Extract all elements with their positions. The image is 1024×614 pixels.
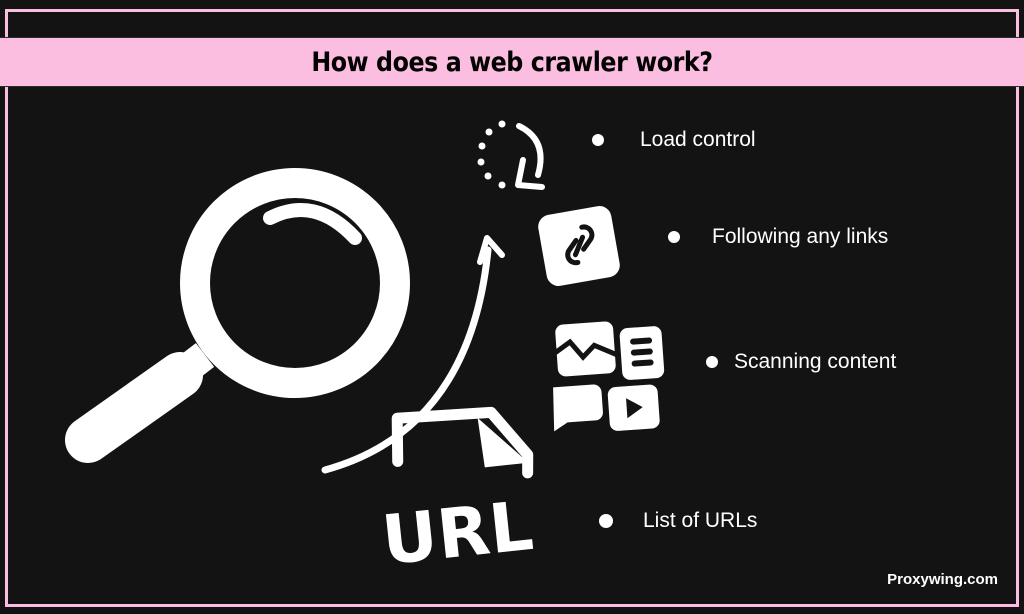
list-item-scanning-content: Scanning content	[706, 350, 896, 374]
page-title: How does a web crawler work?	[311, 46, 713, 78]
item-label: Scanning content	[734, 350, 897, 373]
url-document-icon: URL	[378, 406, 537, 581]
reload-icon	[477, 120, 545, 190]
item-label: Load control	[640, 128, 756, 151]
link-icon	[538, 206, 620, 286]
list-item-load-control: Load control	[592, 128, 756, 152]
bullet-icon	[592, 134, 604, 146]
list-item-following-links: Following any links	[668, 225, 888, 249]
bullet-icon	[599, 514, 613, 528]
title-band: How does a web crawler work?	[0, 37, 1024, 87]
magnifier-icon	[65, 168, 410, 463]
pink-frame	[5, 9, 1019, 607]
bullet-icon	[668, 231, 680, 243]
content-grid-icon	[553, 321, 665, 432]
url-label: URL	[378, 487, 536, 581]
curved-arrow-icon	[321, 235, 505, 474]
bullet-icon	[706, 356, 718, 368]
item-label: Following any links	[712, 225, 889, 248]
item-label: List of URLs	[643, 509, 758, 532]
brand-label: Proxywing.com	[887, 571, 998, 588]
list-item-list-of-urls: List of URLs	[599, 509, 757, 533]
